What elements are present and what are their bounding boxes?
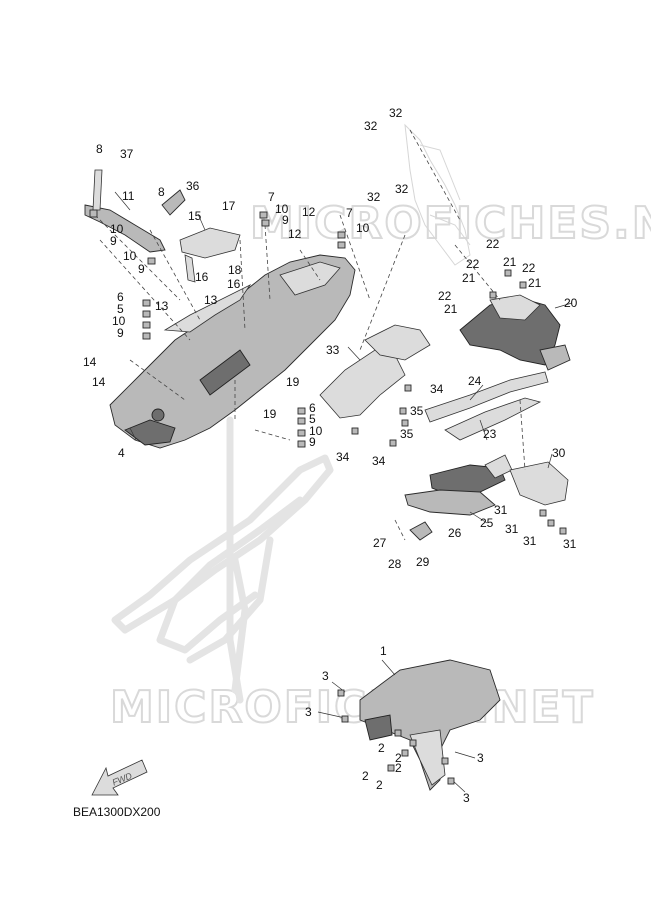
callout: 16 (227, 277, 241, 291)
callout: 22 (522, 261, 536, 275)
callout: 2 (378, 741, 385, 755)
callout: 21 (444, 302, 458, 316)
callout: 32 (395, 182, 409, 196)
side-rails (424, 371, 549, 441)
callout: 14 (83, 355, 97, 369)
callout: 1 (380, 644, 387, 658)
callout: 16 (195, 270, 209, 284)
callout: 22 (486, 237, 500, 251)
callout: 9 (282, 213, 289, 227)
callout: 25 (480, 516, 494, 530)
callout: 12 (288, 227, 302, 241)
inner-fender-25 (404, 454, 513, 516)
callout: 26 (448, 526, 462, 540)
callout: 2 (395, 751, 402, 765)
leader-lines (114, 191, 573, 793)
callout: 15 (188, 209, 202, 223)
callout: 9 (138, 262, 145, 276)
assembly-lines (94, 129, 526, 541)
plate-30 (509, 461, 569, 506)
callout: 28 (388, 557, 402, 571)
callout: 2 (395, 761, 402, 775)
callout: 2 (362, 769, 369, 783)
callout: 10 (112, 314, 126, 328)
callout: 34 (336, 450, 350, 464)
callout: 19 (286, 375, 300, 389)
fwd-arrow-icon: FWD (91, 759, 148, 796)
callout: 10 (110, 222, 124, 236)
callout: 31 (505, 522, 519, 536)
callout: 31 (563, 537, 577, 551)
rear-frame-cover (109, 254, 356, 449)
callout: 24 (468, 374, 482, 388)
callout: 35 (400, 427, 414, 441)
callout: 22 (466, 257, 480, 271)
bracket-11 (84, 169, 166, 253)
callout: 17 (222, 199, 236, 213)
fastener-26 (409, 521, 433, 541)
callout: 12 (302, 205, 316, 219)
callout: 7 (346, 206, 353, 220)
callout: 3 (463, 791, 470, 805)
callout: 9 (110, 234, 117, 248)
callout: 8 (158, 185, 165, 199)
callout: 14 (92, 375, 106, 389)
callout: 9 (117, 326, 124, 340)
callout: 34 (372, 454, 386, 468)
callout: 19 (263, 407, 277, 421)
ghost-frame (111, 416, 334, 704)
callout: 37 (120, 147, 134, 161)
callout: 13 (155, 299, 169, 313)
callout: 10 (123, 249, 137, 263)
callout: 18 (228, 263, 242, 277)
callout: 33 (326, 343, 340, 357)
callout: 3 (477, 751, 484, 765)
callout: 36 (186, 179, 200, 193)
callout: 5 (117, 302, 124, 316)
bracket-15 (179, 227, 241, 283)
callout: 31 (494, 503, 508, 517)
diagram-code: BEA1300DX200 (73, 805, 161, 819)
rear-cover-20 (459, 294, 571, 371)
callout: 4 (118, 446, 125, 460)
callout: 21 (528, 276, 542, 290)
callout: 29 (416, 555, 430, 569)
callout: 13 (204, 293, 218, 307)
callout: 10 (309, 424, 323, 438)
callout: 21 (503, 255, 517, 269)
callout: 20 (564, 296, 578, 310)
callout: 31 (523, 534, 537, 548)
callout: 10 (275, 202, 289, 216)
callout: 3 (305, 705, 312, 719)
callout: 30 (552, 446, 566, 460)
bracket-36 (161, 189, 186, 216)
callout: 22 (438, 289, 452, 303)
ghost-upper-frame (404, 123, 471, 266)
callout: 7 (268, 190, 275, 204)
callout: 3 (322, 669, 329, 683)
callout: 6 (309, 401, 316, 415)
callout-labels: 1 2 2 2 2 2 3 3 3 3 4 5 5 6 6 7 7 8 8 9 … (83, 106, 578, 805)
callout: 2 (376, 778, 383, 792)
callout: 5 (309, 412, 316, 426)
callout: 34 (430, 382, 444, 396)
callout: 6 (117, 290, 124, 304)
fasteners (89, 209, 567, 785)
callout: 32 (367, 190, 381, 204)
callout: 32 (389, 106, 403, 120)
callout: 35 (410, 404, 424, 418)
front-fender (359, 659, 501, 791)
callout: 27 (373, 536, 387, 550)
callout: 23 (483, 427, 497, 441)
callout: 11 (122, 189, 135, 203)
callout: 10 (356, 221, 370, 235)
watermark-bottom: MICROFICHES.NET (110, 682, 595, 733)
callout: 21 (462, 271, 476, 285)
plate-33 (319, 324, 431, 419)
callout: 32 (364, 119, 378, 133)
callout: 9 (309, 435, 316, 449)
callout: 8 (96, 142, 103, 156)
